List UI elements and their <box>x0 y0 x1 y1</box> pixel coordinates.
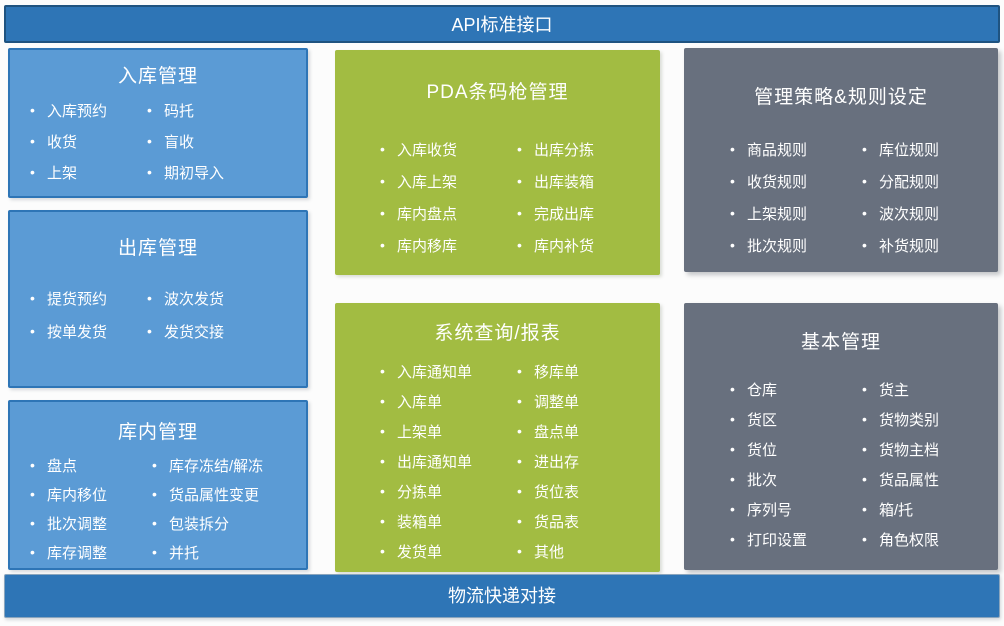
list-item: 波次规则 <box>862 203 939 225</box>
list-item: 批次规则 <box>730 235 862 257</box>
list-item: 分拣单 <box>380 481 517 503</box>
panel-system-query-reports: 系统查询/报表 入库通知单入库单上架单出库通知单分拣单装箱单发货单 移库单调整单… <box>335 303 660 572</box>
bullet-columns: 入库收货入库上架库内盘点库内移库 出库分拣出库装箱完成出库库内补货 <box>335 139 660 268</box>
list-item: 批次 <box>730 469 862 491</box>
list-item: 出库装箱 <box>517 171 594 193</box>
list-item: 库内移位 <box>30 484 152 506</box>
list-item: 调整单 <box>517 391 579 413</box>
list-item: 上架 <box>30 162 147 184</box>
panel-pda-barcode-management: PDA条码枪管理 入库收货入库上架库内盘点库内移库 出库分拣出库装箱完成出库库内… <box>335 50 660 275</box>
list-item: 批次调整 <box>30 513 152 535</box>
list-item: 库内移库 <box>380 235 517 257</box>
bullet-columns: 盘点库内移位批次调整库存调整 库存冻结/解冻货品属性变更包装拆分并托 <box>10 455 306 572</box>
panel-outbound-management: 出库管理 提货预约按单发货 波次发货发货交接 <box>8 210 308 388</box>
list-item: 并托 <box>152 542 263 564</box>
list-item: 箱/托 <box>862 499 939 521</box>
api-interface-bar: API标准接口 <box>4 5 1000 43</box>
bullet-column-left: 仓库货区货位批次序列号打印设置 <box>730 379 862 560</box>
panel-title: 系统查询/报表 <box>434 323 561 344</box>
list-item: 货区 <box>730 409 862 431</box>
bullet-column-left: 商品规则收货规则上架规则批次规则 <box>730 139 862 268</box>
list-item: 库内盘点 <box>380 203 517 225</box>
list-item: 货主 <box>862 379 939 401</box>
bullet-column-right: 库位规则分配规则波次规则补货规则 <box>862 139 939 268</box>
list-item: 盲收 <box>147 131 224 153</box>
list-item: 仓库 <box>730 379 862 401</box>
list-item: 货物主档 <box>862 439 939 461</box>
bullet-column-left: 提货预约按单发货 <box>30 288 147 355</box>
bullet-columns: 入库预约收货上架 码托盲收期初导入 <box>10 100 306 194</box>
list-item: 分配规则 <box>862 171 939 193</box>
bullet-column-left: 入库通知单入库单上架单出库通知单分拣单装箱单发货单 <box>380 361 517 572</box>
list-item: 库存冻结/解冻 <box>152 455 263 477</box>
panel-title: 基本管理 <box>800 332 881 353</box>
list-item: 盘点单 <box>517 421 579 443</box>
list-item: 发货单 <box>380 541 517 563</box>
list-item: 完成出库 <box>517 203 594 225</box>
list-item: 入库通知单 <box>380 361 517 383</box>
list-item: 上架单 <box>380 421 517 443</box>
list-item: 按单发货 <box>30 321 147 343</box>
list-item: 出库通知单 <box>380 451 517 473</box>
list-item: 货品属性 <box>862 469 939 491</box>
list-item: 提货预约 <box>30 288 147 310</box>
list-item: 进出存 <box>517 451 579 473</box>
panel-title: 出库管理 <box>117 238 198 259</box>
list-item: 库内补货 <box>517 235 594 257</box>
bullet-column-left: 入库收货入库上架库内盘点库内移库 <box>380 139 517 268</box>
panel-strategy-rules-settings: 管理策略&规则设定 商品规则收货规则上架规则批次规则 库位规则分配规则波次规则补… <box>684 48 998 272</box>
list-item: 补货规则 <box>862 235 939 257</box>
bullet-column-right: 出库分拣出库装箱完成出库库内补货 <box>517 139 594 268</box>
list-item: 包装拆分 <box>152 513 263 535</box>
list-item: 库位规则 <box>862 139 939 161</box>
list-item: 货位表 <box>517 481 579 503</box>
logistics-express-bar-label: 物流快递对接 <box>448 586 556 606</box>
bullet-column-right: 波次发货发货交接 <box>147 288 224 355</box>
list-item: 入库单 <box>380 391 517 413</box>
list-item: 出库分拣 <box>517 139 594 161</box>
panel-inbound-management: 入库管理 入库预约收货上架 码托盲收期初导入 <box>8 48 308 198</box>
list-item: 打印设置 <box>730 529 862 551</box>
bullet-column-right: 库存冻结/解冻货品属性变更包装拆分并托 <box>152 455 263 572</box>
panel-title: 管理策略&规则设定 <box>754 87 928 108</box>
list-item: 商品规则 <box>730 139 862 161</box>
bullet-column-right: 货主货物类别货物主档货品属性箱/托角色权限 <box>862 379 939 560</box>
panel-inwarehouse-management: 库内管理 盘点库内移位批次调整库存调整 库存冻结/解冻货品属性变更包装拆分并托 <box>8 400 308 570</box>
list-item: 期初导入 <box>147 162 224 184</box>
list-item: 收货 <box>30 131 147 153</box>
bullet-columns: 仓库货区货位批次序列号打印设置 货主货物类别货物主档货品属性箱/托角色权限 <box>684 379 998 560</box>
list-item: 入库收货 <box>380 139 517 161</box>
list-item: 波次发货 <box>147 288 224 310</box>
panel-title: PDA条码枪管理 <box>426 82 569 103</box>
list-item: 移库单 <box>517 361 579 383</box>
list-item: 盘点 <box>30 455 152 477</box>
list-item: 货品属性变更 <box>152 484 263 506</box>
list-item: 入库上架 <box>380 171 517 193</box>
panel-title: 库内管理 <box>117 422 198 443</box>
list-item: 发货交接 <box>147 321 224 343</box>
list-item: 货位 <box>730 439 862 461</box>
bullet-column-left: 盘点库内移位批次调整库存调整 <box>30 455 152 572</box>
bullet-columns: 商品规则收货规则上架规则批次规则 库位规则分配规则波次规则补货规则 <box>684 139 998 268</box>
list-item: 收货规则 <box>730 171 862 193</box>
bullet-column-right: 移库单调整单盘点单进出存货位表货品表其他 <box>517 361 579 572</box>
bullet-column-right: 码托盲收期初导入 <box>147 100 224 194</box>
list-item: 货品表 <box>517 511 579 533</box>
list-item: 序列号 <box>730 499 862 521</box>
list-item: 库存调整 <box>30 542 152 564</box>
list-item: 上架规则 <box>730 203 862 225</box>
list-item: 装箱单 <box>380 511 517 533</box>
bullet-columns: 提货预约按单发货 波次发货发货交接 <box>10 288 306 355</box>
panel-basic-management: 基本管理 仓库货区货位批次序列号打印设置 货主货物类别货物主档货品属性箱/托角色… <box>684 303 998 570</box>
bullet-column-left: 入库预约收货上架 <box>30 100 147 194</box>
panel-title: 入库管理 <box>117 66 198 87</box>
list-item: 其他 <box>517 541 579 563</box>
bullet-columns: 入库通知单入库单上架单出库通知单分拣单装箱单发货单 移库单调整单盘点单进出存货位… <box>335 361 660 572</box>
api-interface-bar-label: API标准接口 <box>451 15 553 35</box>
list-item: 货物类别 <box>862 409 939 431</box>
logistics-express-bar: 物流快递对接 <box>4 574 1000 618</box>
list-item: 角色权限 <box>862 529 939 551</box>
list-item: 入库预约 <box>30 100 147 122</box>
list-item: 码托 <box>147 100 224 122</box>
